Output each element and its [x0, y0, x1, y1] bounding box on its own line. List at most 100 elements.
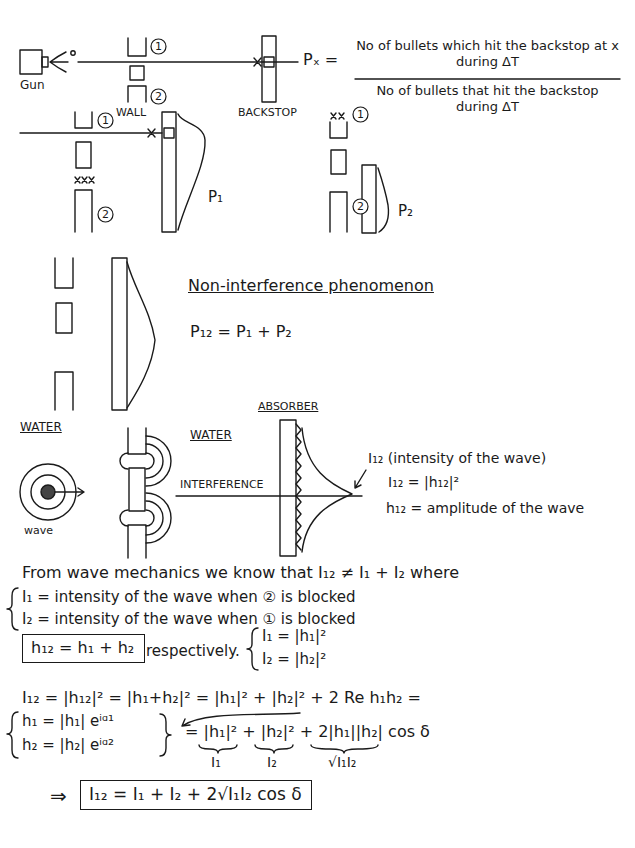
wall-top: [330, 122, 347, 138]
equation: I₁₂ = |h₁₂|² = |h₁+h₂|² = |h₁|² + |h₂|² …: [22, 688, 421, 707]
underbrace: [255, 745, 293, 753]
equation: = |h₁|² + |h₂|² + 2|h₁||h₂| cos δ: [185, 722, 430, 741]
fraction-denominator: No of bullets that hit the backstop duri…: [355, 83, 620, 114]
wall-bottom: [75, 190, 92, 232]
probability-symbol: Pₓ =: [303, 50, 338, 69]
note-text: respectively.: [146, 642, 240, 660]
wave-label: wave: [24, 524, 53, 537]
blocked-marks: [331, 113, 344, 119]
wall-bottom: [128, 86, 146, 102]
fraction-numerator: No of bullets which hit the backstop at …: [355, 38, 620, 69]
curve-label: P₁: [208, 188, 223, 206]
circled-number: 2: [357, 200, 364, 213]
wall-top: [128, 38, 146, 56]
underbrace-label: I₂: [267, 754, 277, 771]
equation: I₁ = |h₁|²: [262, 627, 326, 645]
center-line: [176, 495, 362, 496]
hit-mark: [254, 58, 261, 66]
callout-number: 1: [150, 38, 167, 55]
part-label: WALL: [116, 106, 146, 119]
circle-shape: [98, 207, 113, 222]
wall-top: [128, 428, 146, 454]
underbrace-label: √I₁I₂: [328, 754, 356, 771]
boxed-equation: h₁₂ = h₁ + h₂: [22, 634, 145, 663]
brace: [160, 714, 171, 756]
equation-text: h₁₂ = h₁ + h₂: [31, 638, 136, 657]
brace: [7, 588, 18, 630]
medium-label: WATER: [20, 420, 62, 434]
bullet-path: [78, 61, 298, 62]
circle-shape: [151, 89, 166, 104]
underbrace: [199, 745, 237, 753]
note-text: I₁₂ (intensity of the wave): [368, 450, 546, 467]
backstop: [162, 112, 176, 232]
wavefronts: [146, 436, 171, 486]
brace: [247, 628, 258, 670]
circled-number: 1: [102, 114, 109, 127]
boxed-result: I₁₂ = I₁ + I₂ + 2√I₁I₂ cos δ: [80, 780, 312, 810]
part-label: BACKSTOP: [238, 106, 297, 119]
equation: I₂ = |h₂|²: [262, 650, 326, 668]
absorber: [280, 420, 296, 556]
equation: h₁ = |h₁| eⁱᵅ¹: [22, 712, 114, 730]
backstop: [362, 165, 376, 233]
wall-bottom: [330, 192, 347, 232]
detector: [264, 57, 274, 67]
backstop: [262, 36, 276, 102]
note-text: h₁₂ = amplitude of the wave: [386, 500, 584, 517]
circled-number: 1: [155, 40, 162, 53]
bullet-path: [20, 132, 162, 133]
medium-label: WATER: [190, 428, 232, 442]
circled-number: 2: [155, 90, 162, 103]
equation: P₁₂ = P₁ + P₂: [190, 322, 292, 341]
equation: I₁₂ = |h₁₂|²: [388, 474, 459, 491]
wall-middle: [130, 66, 144, 80]
blocked-marks: [75, 177, 94, 183]
bullet: [71, 51, 75, 55]
statement-text: From wave mechanics we know that I₁₂ ≠ I…: [22, 563, 459, 582]
p1-curve: [178, 114, 205, 230]
phenomenon-label: INTERFERENCE: [178, 478, 266, 491]
circle-shape: [98, 113, 113, 128]
callout-number: 2: [97, 206, 114, 223]
circle-shape: [151, 39, 166, 54]
implies-symbol: ⇒: [50, 784, 67, 808]
wall-top: [55, 258, 73, 288]
definition-text: I₂ = intensity of the wave when ① is blo…: [22, 610, 356, 628]
wavefronts: [120, 453, 128, 526]
part-label: ABSORBER: [258, 400, 318, 413]
p2-curve: [378, 168, 388, 232]
p12-curve: [127, 262, 155, 408]
spray-lines: [50, 52, 68, 72]
wavefronts: [146, 493, 171, 543]
wall-middle: [56, 303, 72, 333]
device-label: Gun: [20, 78, 45, 92]
curve-label: P₂: [398, 202, 413, 220]
circle-shape: [353, 199, 368, 214]
callout-number: 1: [97, 112, 114, 129]
wall-top: [75, 112, 92, 128]
wall-middle: [129, 468, 145, 511]
wall-middle: [331, 150, 346, 174]
callout-number: 2: [150, 88, 167, 105]
brace: [7, 712, 18, 758]
wall-bottom: [55, 372, 73, 410]
circled-number: 1: [357, 108, 364, 121]
backstop: [112, 258, 127, 410]
underbrace-label: I₁: [211, 754, 221, 771]
i12-curve: [302, 428, 352, 552]
equation-text: I₁₂ = I₁ + I₂ + 2√I₁I₂ cos δ: [89, 784, 303, 804]
wall-middle: [76, 142, 91, 168]
absorber-edge: [296, 424, 301, 550]
circled-number: 2: [102, 208, 109, 221]
gun-body: [20, 50, 42, 74]
equation: h₂ = |h₂| eⁱᵅ²: [22, 736, 114, 754]
hit-mark: [148, 129, 155, 137]
wave-arrow: [55, 488, 84, 496]
detector: [164, 128, 174, 138]
callout-number: 1: [352, 106, 369, 123]
wall-bottom: [128, 525, 146, 558]
leader-arrow: [355, 470, 366, 488]
callout-number: 2: [352, 198, 369, 215]
